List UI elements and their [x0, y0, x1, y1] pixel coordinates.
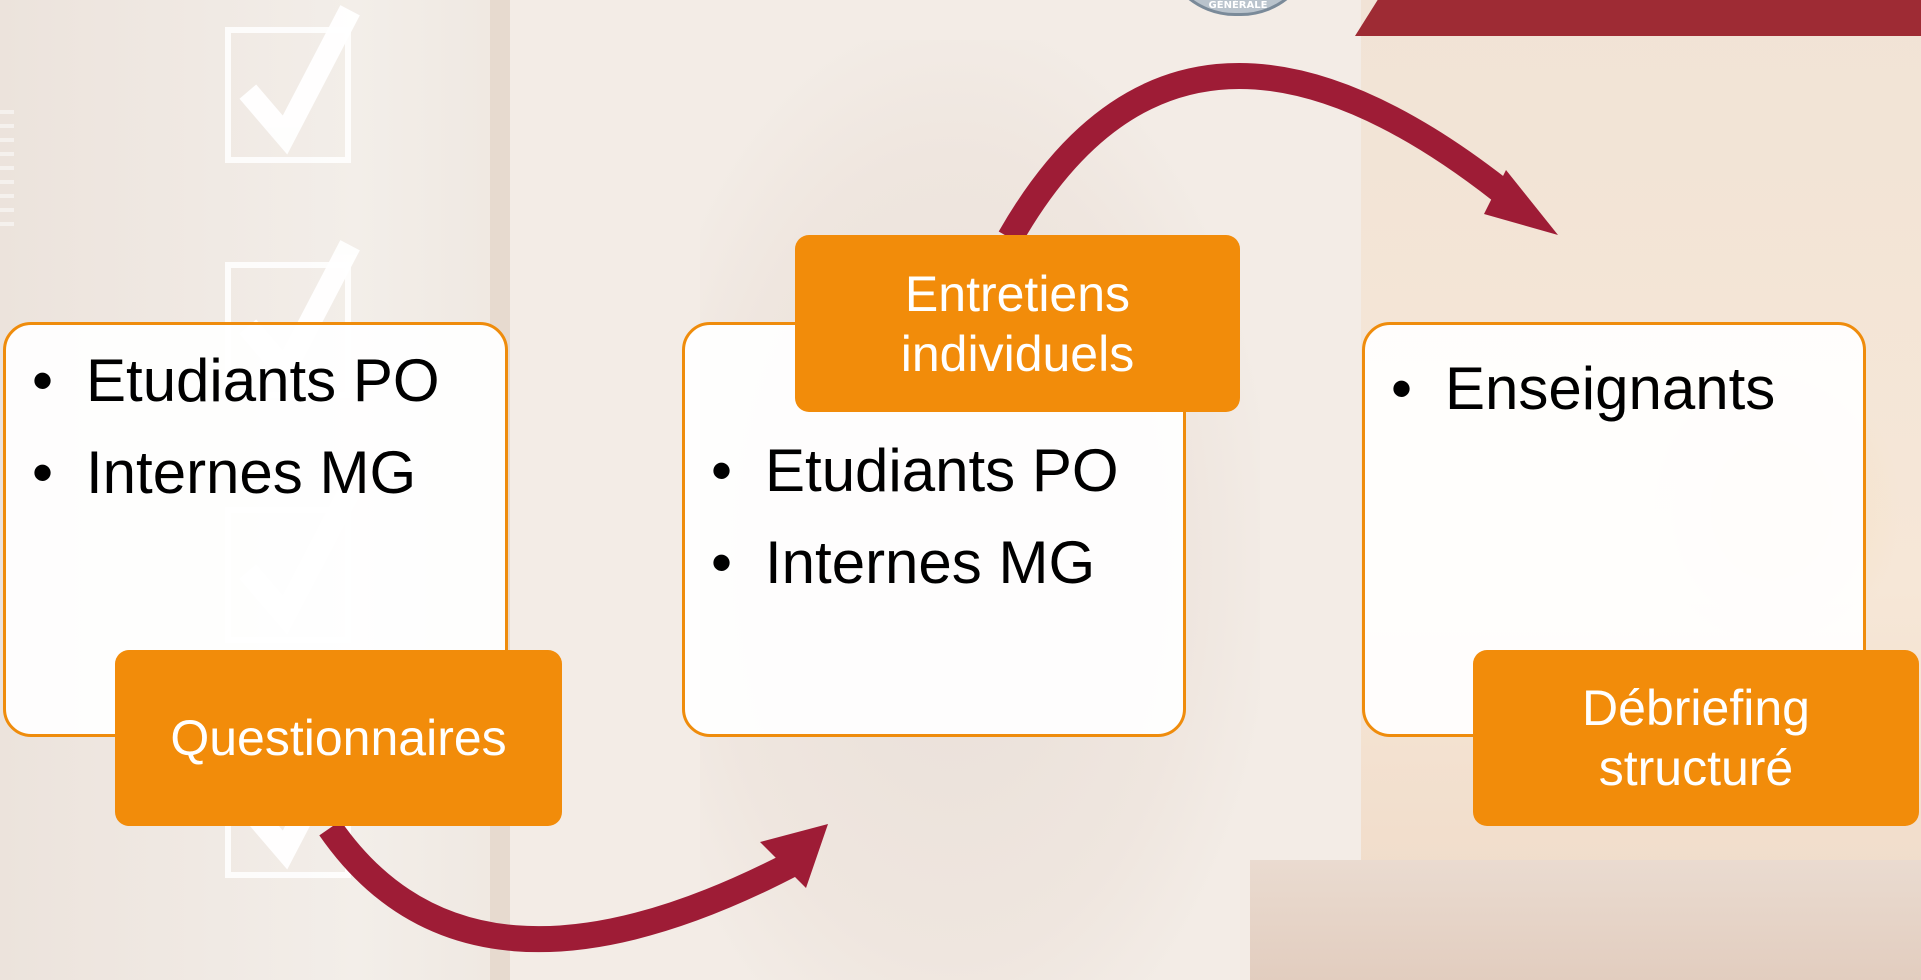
step-3-list: • Enseignants	[1365, 325, 1863, 435]
step-3-label: Débriefing structuré	[1473, 650, 1919, 826]
step-1-card: • Etudiants PO • Internes MG	[3, 322, 508, 737]
logo-badge-text: GÉNÉRALE	[1208, 0, 1268, 11]
bullet-icon: •	[711, 437, 733, 504]
list-item-text: Etudiants PO	[765, 437, 1119, 504]
list-item: • Etudiants PO	[6, 335, 505, 427]
list-item: • Internes MG	[685, 517, 1183, 609]
desk	[1250, 860, 1921, 980]
step-2-list: • Etudiants PO • Internes MG	[685, 325, 1183, 609]
list-item-text: Internes MG	[765, 529, 1096, 596]
bullet-icon: •	[1391, 355, 1413, 422]
bullet-icon: •	[32, 439, 54, 506]
list-item: • Etudiants PO	[685, 425, 1183, 517]
list-item-text: Etudiants PO	[86, 347, 440, 414]
step-2-label: Entretiens individuels	[795, 235, 1240, 412]
step-1-label: Questionnaires	[115, 650, 562, 826]
step-1-list: • Etudiants PO • Internes MG	[6, 325, 505, 519]
header-banner	[1355, 0, 1921, 36]
list-item-text: Enseignants	[1445, 355, 1776, 422]
list-item: • Enseignants	[1365, 343, 1863, 435]
list-item-text: Internes MG	[86, 439, 417, 506]
bullet-icon: •	[711, 529, 733, 596]
arrow-1-to-2-head	[760, 824, 828, 888]
bullet-icon: •	[32, 347, 54, 414]
arrow-1-to-2	[319, 820, 796, 953]
list-item: • Internes MG	[6, 427, 505, 519]
arrow-2-to-3-head	[1484, 170, 1558, 235]
arrow-2-to-3	[998, 62, 1508, 245]
